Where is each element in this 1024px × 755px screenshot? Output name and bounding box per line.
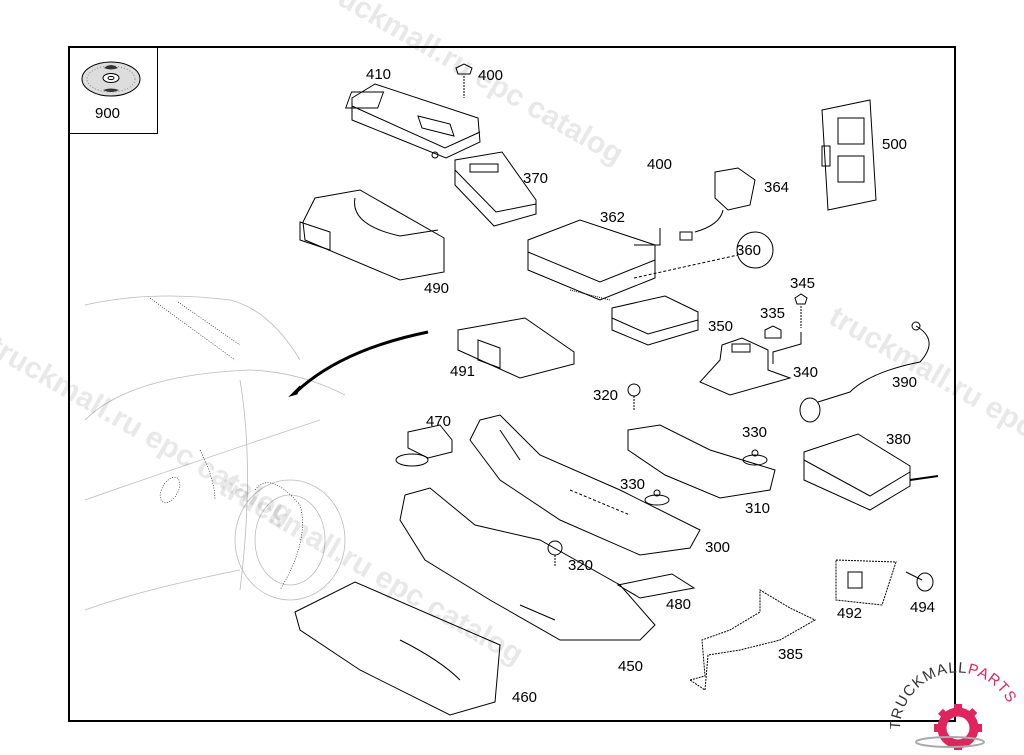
callout-320[interactable]: 320 — [593, 387, 619, 404]
callout-494[interactable]: 494 — [910, 599, 936, 616]
cd-disc-icon — [81, 61, 141, 97]
callout-390[interactable]: 390 — [892, 374, 918, 391]
callout-300[interactable]: 300 — [705, 539, 731, 556]
part-345 — [772, 293, 808, 364]
part-400a — [455, 63, 473, 98]
callout-480[interactable]: 480 — [666, 596, 692, 613]
part-335 — [764, 325, 782, 339]
legend-box: 900 — [68, 46, 158, 134]
part-380 — [803, 433, 939, 511]
vehicle-outline — [84, 295, 346, 611]
gear-logo-icon: TRUCKMALLPARTS — [887, 659, 1020, 750]
callout-450[interactable]: 450 — [618, 658, 644, 675]
callout-400[interactable]: 400 — [647, 156, 673, 173]
part-385 — [688, 589, 817, 691]
part-320b — [547, 540, 563, 567]
part-362 — [527, 219, 656, 301]
callout-460[interactable]: 460 — [512, 689, 538, 706]
callout-340[interactable]: 340 — [793, 364, 819, 381]
part-490 — [299, 189, 445, 281]
callout-320[interactable]: 320 — [568, 557, 594, 574]
callout-470[interactable]: 470 — [426, 413, 452, 430]
part-370 — [454, 151, 537, 227]
callout-400[interactable]: 400 — [478, 67, 504, 84]
part-500 — [821, 99, 877, 211]
part-460 — [294, 581, 501, 716]
part-494 — [905, 571, 934, 592]
part-330b — [644, 489, 670, 506]
part-470 — [395, 424, 453, 467]
part-340 — [699, 337, 792, 396]
diagram-frame — [68, 46, 956, 722]
callout-335[interactable]: 335 — [760, 305, 786, 322]
callout-490[interactable]: 490 — [424, 280, 450, 297]
arrow-pointer — [293, 330, 429, 395]
callout-362[interactable]: 362 — [600, 209, 626, 226]
callout-circle-360 — [736, 231, 774, 269]
logo-text-accent: PARTS — [966, 661, 1020, 707]
callout-310[interactable]: 310 — [745, 500, 771, 517]
callout-900[interactable]: 900 — [95, 105, 121, 122]
part-491 — [457, 317, 575, 379]
part-310 — [627, 424, 776, 499]
callout-350[interactable]: 350 — [708, 318, 734, 335]
callout-360[interactable]: 360 — [736, 242, 762, 259]
brand-logo: TRUCKMALLPARTS — [887, 659, 1024, 750]
vehicle-outline-dark — [149, 297, 303, 591]
callout-370[interactable]: 370 — [523, 170, 549, 187]
callout-500[interactable]: 500 — [882, 136, 908, 153]
callout-410[interactable]: 410 — [366, 66, 392, 83]
logo-text-dark: TRUCKMALL — [890, 660, 968, 730]
part-410 — [345, 83, 481, 159]
part-390 — [799, 321, 930, 423]
part-330a — [742, 449, 768, 466]
callout-364[interactable]: 364 — [764, 179, 790, 196]
callout-492[interactable]: 492 — [837, 605, 863, 622]
part-300 — [469, 414, 701, 556]
part-450 — [399, 487, 656, 641]
callout-330[interactable]: 330 — [620, 476, 646, 493]
part-350 — [611, 295, 699, 346]
part-320a — [627, 383, 641, 410]
part-364 — [679, 167, 756, 241]
callout-330[interactable]: 330 — [742, 424, 768, 441]
svg-text:TRUCKMALLPARTS: TRUCKMALLPARTS — [890, 660, 1020, 730]
part-492 — [835, 559, 897, 606]
callout-380[interactable]: 380 — [886, 431, 912, 448]
part-480 — [616, 573, 696, 599]
callout-385[interactable]: 385 — [778, 646, 804, 663]
callout-491[interactable]: 491 — [450, 363, 476, 380]
callout-345[interactable]: 345 — [790, 275, 816, 292]
